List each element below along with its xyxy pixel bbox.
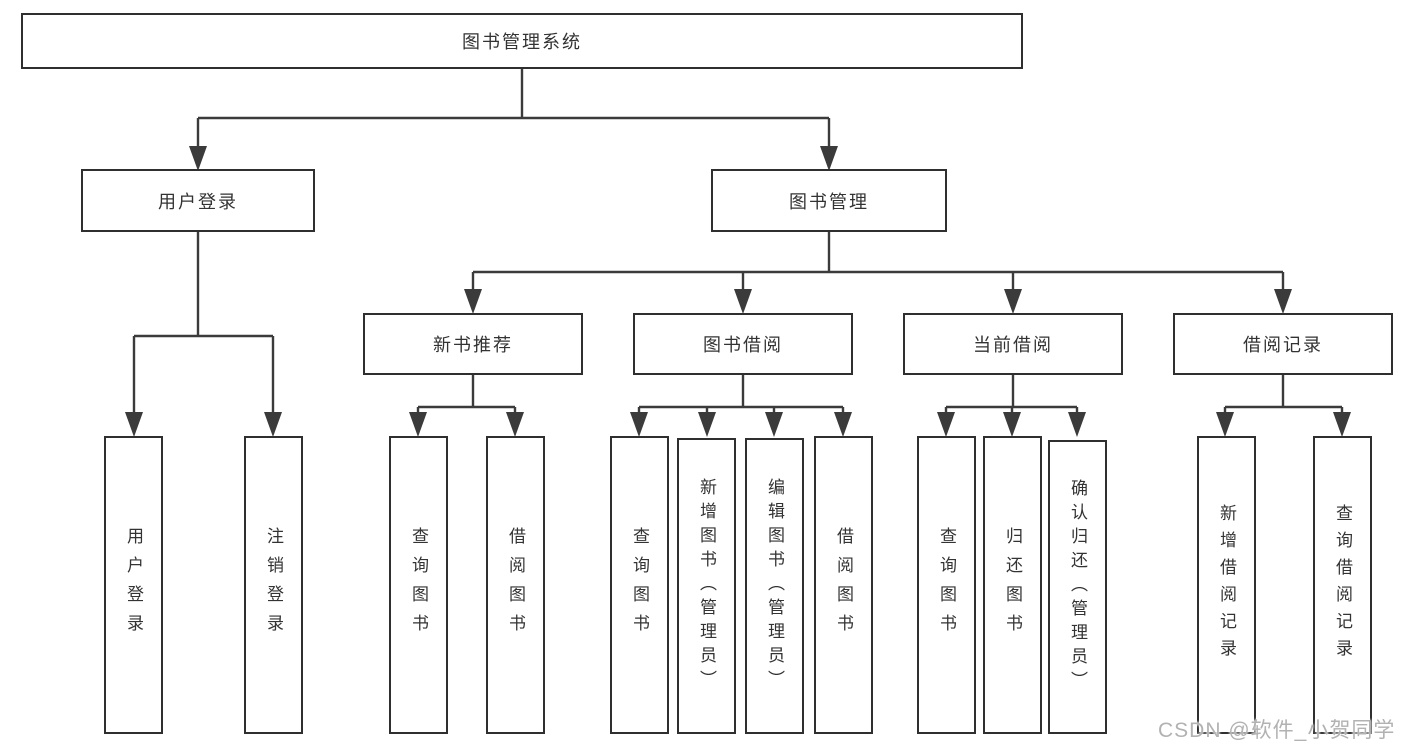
arrowhead (1216, 412, 1234, 437)
leaf-label: 查询图书 (630, 527, 649, 643)
node-book-management: 图书管理 (711, 169, 947, 232)
arrowhead (698, 412, 716, 437)
arrowhead (765, 412, 783, 437)
leaf-add-books-admin: 新增图书（管理员） (677, 438, 736, 734)
arrowhead (264, 412, 282, 437)
leaf-query-books-current: 查询图书 (917, 436, 976, 734)
node-current-borrow: 当前借阅 (903, 313, 1123, 375)
arrowhead (125, 412, 143, 437)
leaf-label: 确认归还（管理员） (1068, 479, 1087, 695)
arrowhead (506, 412, 524, 437)
leaf-label: 借阅图书 (506, 527, 525, 643)
leaf-query-books-borrow: 查询图书 (610, 436, 669, 734)
bookborrow-to-leaves-lines (637, 375, 845, 413)
leaf-query-borrow-record: 查询借阅记录 (1313, 436, 1372, 734)
leaf-label: 新增图书（管理员） (697, 478, 716, 694)
records-to-leaves-lines (1223, 375, 1344, 413)
bookmgmt-to-level3-lines (471, 232, 1285, 290)
leaf-edit-books-admin: 编辑图书（管理员） (745, 438, 804, 734)
leaf-label: 编辑图书（管理员） (765, 478, 784, 694)
leaf-label: 归还图书 (1003, 527, 1022, 643)
leaf-add-borrow-record: 新增借阅记录 (1197, 436, 1256, 734)
node-user-login: 用户登录 (81, 169, 315, 232)
leaf-borrow-books: 借阅图书 (814, 436, 873, 734)
csdn-watermark: CSDN @软件_小贺同学 (1158, 719, 1396, 742)
arrowhead (1333, 412, 1351, 437)
leaf-user-login: 用户登录 (104, 436, 163, 734)
root-to-level2-lines (196, 69, 831, 147)
currentborrow-to-leaves-lines (944, 375, 1079, 413)
leaf-borrow-books-recommend: 借阅图书 (486, 436, 545, 734)
leaf-label: 查询图书 (937, 527, 956, 643)
arrowhead (1003, 412, 1021, 437)
node-borrow-records: 借阅记录 (1173, 313, 1393, 375)
arrowhead (1274, 289, 1292, 314)
node-new-book-recommend: 新书推荐 (363, 313, 583, 375)
userlogin-to-leaves-lines (132, 232, 275, 413)
arrowhead (937, 412, 955, 437)
leaf-query-books-recommend: 查询图书 (389, 436, 448, 734)
leaf-label: 查询图书 (409, 527, 428, 643)
arrowhead (1004, 289, 1022, 314)
node-book-borrow: 图书借阅 (633, 313, 853, 375)
arrowhead (1068, 412, 1086, 437)
node-root-library-system: 图书管理系统 (21, 13, 1023, 69)
leaf-label: 借阅图书 (834, 527, 853, 643)
leaf-label: 注销登录 (264, 527, 283, 643)
arrowhead (734, 289, 752, 314)
leaf-label: 新增借阅记录 (1217, 504, 1236, 666)
leaf-logout: 注销登录 (244, 436, 303, 734)
arrowhead (630, 412, 648, 437)
arrowhead (464, 289, 482, 314)
leaf-confirm-return-admin: 确认归还（管理员） (1048, 440, 1107, 734)
arrowhead (409, 412, 427, 437)
leaf-return-books: 归还图书 (983, 436, 1042, 734)
arrowhead (820, 146, 838, 171)
leaf-label: 查询借阅记录 (1333, 504, 1352, 666)
arrowhead (834, 412, 852, 437)
recommend-to-leaves-lines (416, 375, 517, 413)
leaf-label: 用户登录 (124, 527, 143, 643)
arrowhead (189, 146, 207, 171)
